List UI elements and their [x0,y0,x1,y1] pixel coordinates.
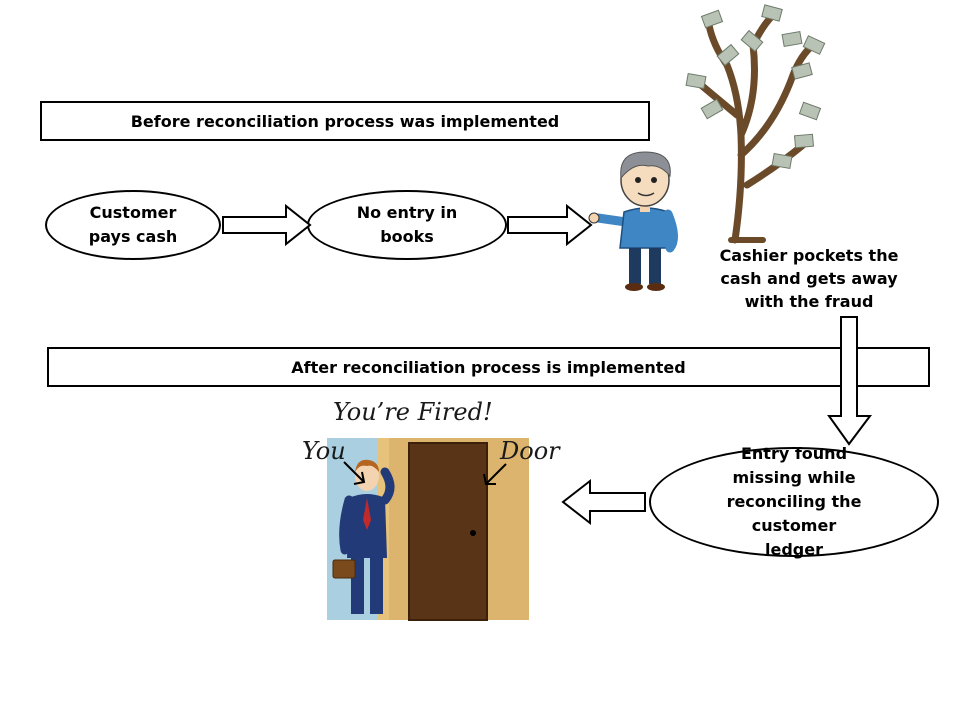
arrow-left [561,478,646,526]
fired-illustration [327,438,529,621]
before-banner: Before reconciliation process was implem… [40,101,650,141]
arrow-right-1 [222,203,312,247]
cashier-caption: Cashier pockets the cash and gets away w… [704,244,914,313]
arrow-down [827,316,872,446]
no-entry-label: No entry in books [356,203,458,246]
after-banner-label: After reconciliation process is implemen… [291,357,686,377]
fired-text: You’re Fired! [333,398,493,426]
no-entry-node: No entry in books [307,190,507,260]
entry-missing-label: Entry found missing while reconciling th… [726,444,862,559]
cashier-illustration [588,151,678,291]
money-tree-illustration [685,4,826,244]
customer-pays-node: Customer pays cash [45,190,221,260]
arrow-right-2 [507,203,593,247]
entry-missing-node: Entry found missing while reconciling th… [649,444,939,559]
before-banner-label: Before reconciliation process was implem… [130,111,560,131]
door-pointer-arrow [483,463,507,485]
door-label: Door [500,437,560,465]
customer-pays-label: Customer pays cash [88,203,178,246]
you-label: You [302,437,346,465]
cashier-caption-label: Cashier pockets the cash and gets away w… [719,246,899,311]
after-banner: After reconciliation process is implemen… [47,347,930,387]
you-pointer-arrow [343,461,366,485]
